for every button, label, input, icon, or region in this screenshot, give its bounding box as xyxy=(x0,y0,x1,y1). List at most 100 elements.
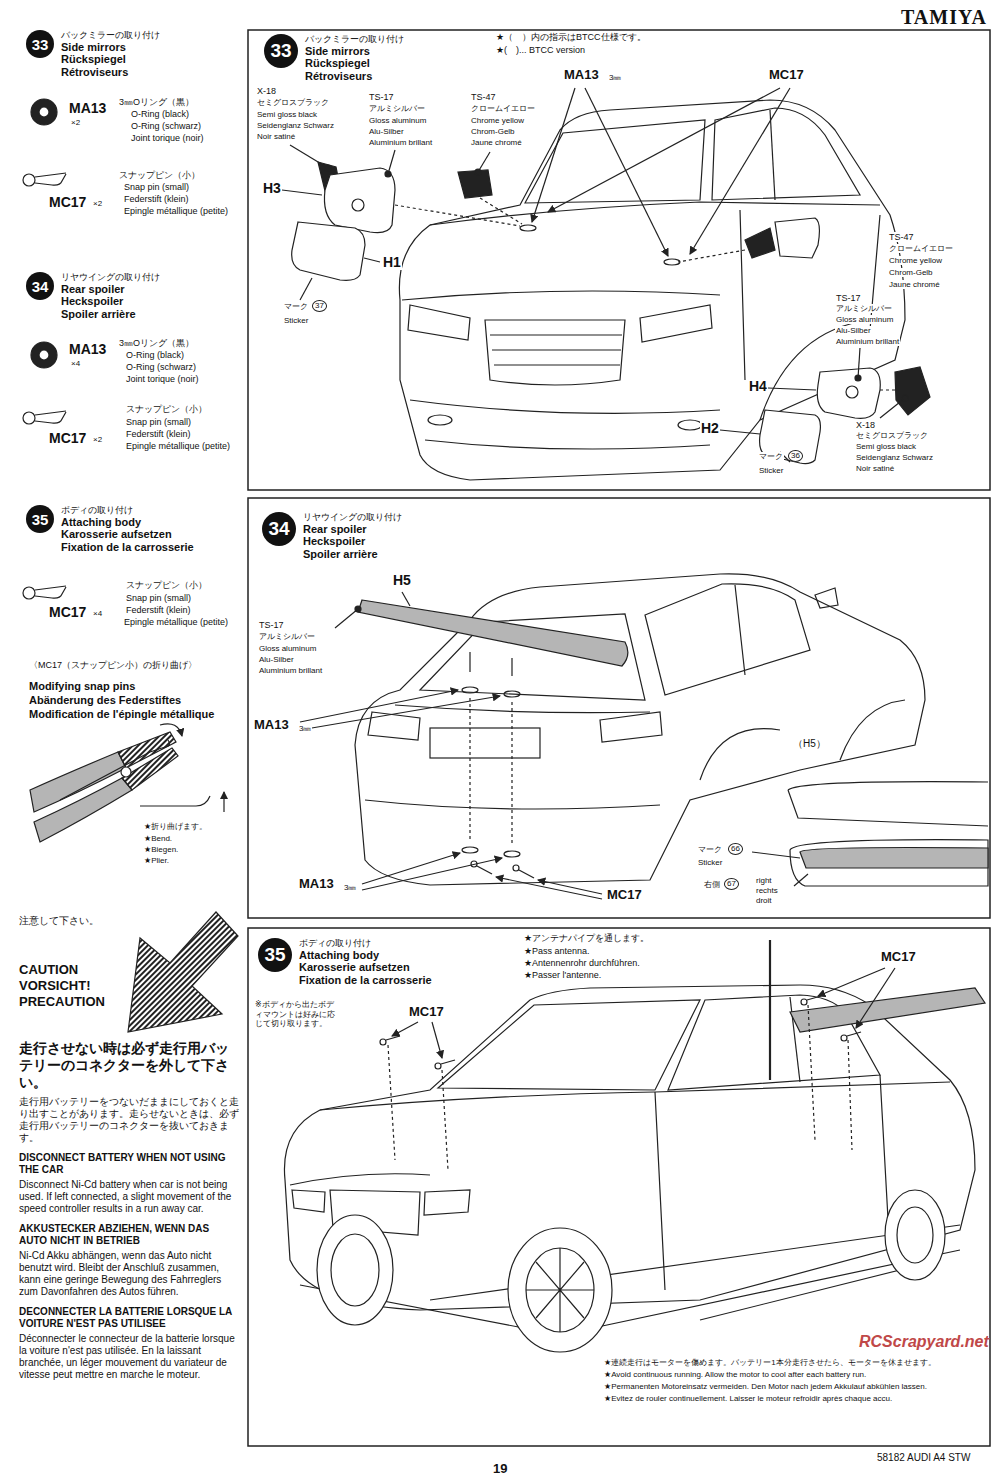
step-heading: Side mirrors xyxy=(305,45,404,58)
car-body-chassis xyxy=(388,1005,852,1170)
car-rear-view xyxy=(430,728,540,758)
label-text: droit xyxy=(755,896,773,905)
step-circle: 34 xyxy=(262,512,296,546)
side-mirror-part xyxy=(745,228,775,258)
step-circle: 33 xyxy=(264,34,298,68)
car-rear-view xyxy=(355,574,925,885)
label-text: O-Ring (schwarz) xyxy=(130,121,202,131)
step-heading: Heckspoiler xyxy=(61,295,160,308)
label-text: Sticker xyxy=(283,316,309,325)
step-number: 33バックミラーの取り付けSide mirrorsRückspiegelRétr… xyxy=(264,34,405,83)
step-heading: Rétroviseurs xyxy=(61,66,160,79)
label-text: Gloss aluminum xyxy=(835,315,894,324)
snap-pin-icon xyxy=(23,174,35,186)
label-text: H3 xyxy=(262,180,282,196)
label-text: ★アンテナパイプを通します。 xyxy=(523,933,650,943)
label-text: スナップピン（小） xyxy=(125,580,208,590)
label-text: CAUTION xyxy=(18,963,79,978)
label-text: Chrome yellow xyxy=(888,256,943,265)
snap-pin-icon xyxy=(23,173,66,186)
step-number: 35ボディの取り付けAttaching bodyKarosserie aufse… xyxy=(258,938,433,987)
label-text: MA13 xyxy=(253,718,290,733)
label-text: H5 xyxy=(392,572,412,588)
step-heading-group: ボディの取り付けAttaching bodyKarosserie aufsetz… xyxy=(298,938,433,987)
step-heading: ボディの取り付け xyxy=(299,938,432,949)
pliers-figure xyxy=(223,792,224,812)
side-mirror-part xyxy=(775,218,819,258)
label-text: TS-17 xyxy=(258,620,285,630)
car-rear-view xyxy=(645,584,810,695)
spoiler-detail xyxy=(790,840,988,886)
caution-arrow xyxy=(128,912,238,1032)
car-rear-view xyxy=(368,712,420,740)
step-heading: リヤウイングの取り付け xyxy=(61,272,160,283)
rear-spoiler-part xyxy=(300,696,500,730)
label-text: ★Evitez de rouler continuellement. Laiss… xyxy=(603,1394,975,1404)
label-text: MA13 xyxy=(68,100,107,116)
side-mirror-part xyxy=(817,368,880,418)
car-front-view xyxy=(425,440,710,449)
leader-line xyxy=(585,88,668,256)
car-front-view xyxy=(399,100,905,480)
label-text: Chrom-Gelb xyxy=(470,127,516,136)
label-text: Epingle métallique (petite) xyxy=(123,617,229,627)
leader-line xyxy=(290,145,328,168)
watermark: RCScrapyard.net xyxy=(858,1333,990,1351)
label-text: Federstift (klein) xyxy=(123,194,190,204)
callout-number: 67 xyxy=(724,878,739,890)
label-text: ×4 xyxy=(92,609,103,618)
label-text: Ni-Cd Akku abhängen, wenn das Auto nicht… xyxy=(18,1250,240,1298)
car-front-view xyxy=(490,335,622,365)
step-heading: Spoiler arrière xyxy=(61,308,160,321)
car-body-chassis xyxy=(526,1248,594,1332)
leader-line xyxy=(325,165,331,171)
label-text: X-18 xyxy=(256,86,277,96)
label-text: ★折り曲げます。 xyxy=(143,822,208,831)
car-body-chassis xyxy=(885,1190,945,1280)
o-ring-icon xyxy=(31,99,57,125)
rear-spoiler-part xyxy=(519,870,534,878)
car-front-view xyxy=(402,291,720,300)
o-ring-icon xyxy=(31,99,57,368)
side-mirror-part xyxy=(664,259,680,265)
car-body-chassis xyxy=(292,1190,325,1212)
label-text: 注意して下さい。 xyxy=(18,915,100,927)
step-heading: バックミラーの取り付け xyxy=(61,30,160,41)
label-text: Federstift (klein) xyxy=(125,429,192,439)
leader-line xyxy=(532,88,575,222)
step-heading-group: バックミラーの取り付けSide mirrorsRückspiegelRétrov… xyxy=(60,30,161,79)
snap-pin-icon xyxy=(23,412,35,424)
label-text: O-Ring (black) xyxy=(125,350,185,360)
label-text: MA13 xyxy=(298,877,335,892)
car-body-chassis xyxy=(432,1022,442,1058)
rear-spoiler-part xyxy=(496,877,602,899)
car-rear-view xyxy=(840,700,905,760)
snap-pin-icon xyxy=(35,586,66,598)
side-mirror-part xyxy=(678,250,745,262)
step-heading-group: バックミラーの取り付けSide mirrorsRückspiegelRétrov… xyxy=(304,34,405,83)
rear-spoiler-part xyxy=(300,592,628,899)
rear-spoiler-part xyxy=(362,858,502,890)
rear-spoiler-part xyxy=(462,687,478,693)
label-text: Snap pin (small) xyxy=(123,182,190,192)
label-text: ×2 xyxy=(92,199,103,208)
leader-line xyxy=(768,388,816,390)
label-text: 3㎜ xyxy=(608,73,622,82)
label-text: ★Permanenten Motoreinsatz vermeiden. Den… xyxy=(603,1382,975,1392)
label-text: ×4 xyxy=(70,359,81,368)
rear-spoiler-part xyxy=(462,847,478,853)
car-body-chassis xyxy=(331,1234,379,1306)
step-circle: 35 xyxy=(258,938,292,972)
label-text: AKKUSTECKER ABZIEHEN, WENN DAS AUTO NICH… xyxy=(18,1223,240,1247)
label-text: MC17 xyxy=(48,430,87,446)
car-body-chassis xyxy=(435,1063,441,1069)
car-body-chassis xyxy=(317,1215,393,1325)
pliers-figure xyxy=(121,767,131,777)
rear-spoiler-part xyxy=(470,698,512,846)
label-text: スナップピン（小） xyxy=(125,404,208,414)
car-body-chassis xyxy=(508,1228,612,1352)
label-text: 19 xyxy=(492,1462,508,1477)
label-text: マーク xyxy=(758,452,784,461)
label-text: 走行用バッテリーをつないだままにしておくと走り出すことがあります。走らせないとき… xyxy=(18,1096,240,1144)
rear-spoiler-part xyxy=(504,691,520,697)
